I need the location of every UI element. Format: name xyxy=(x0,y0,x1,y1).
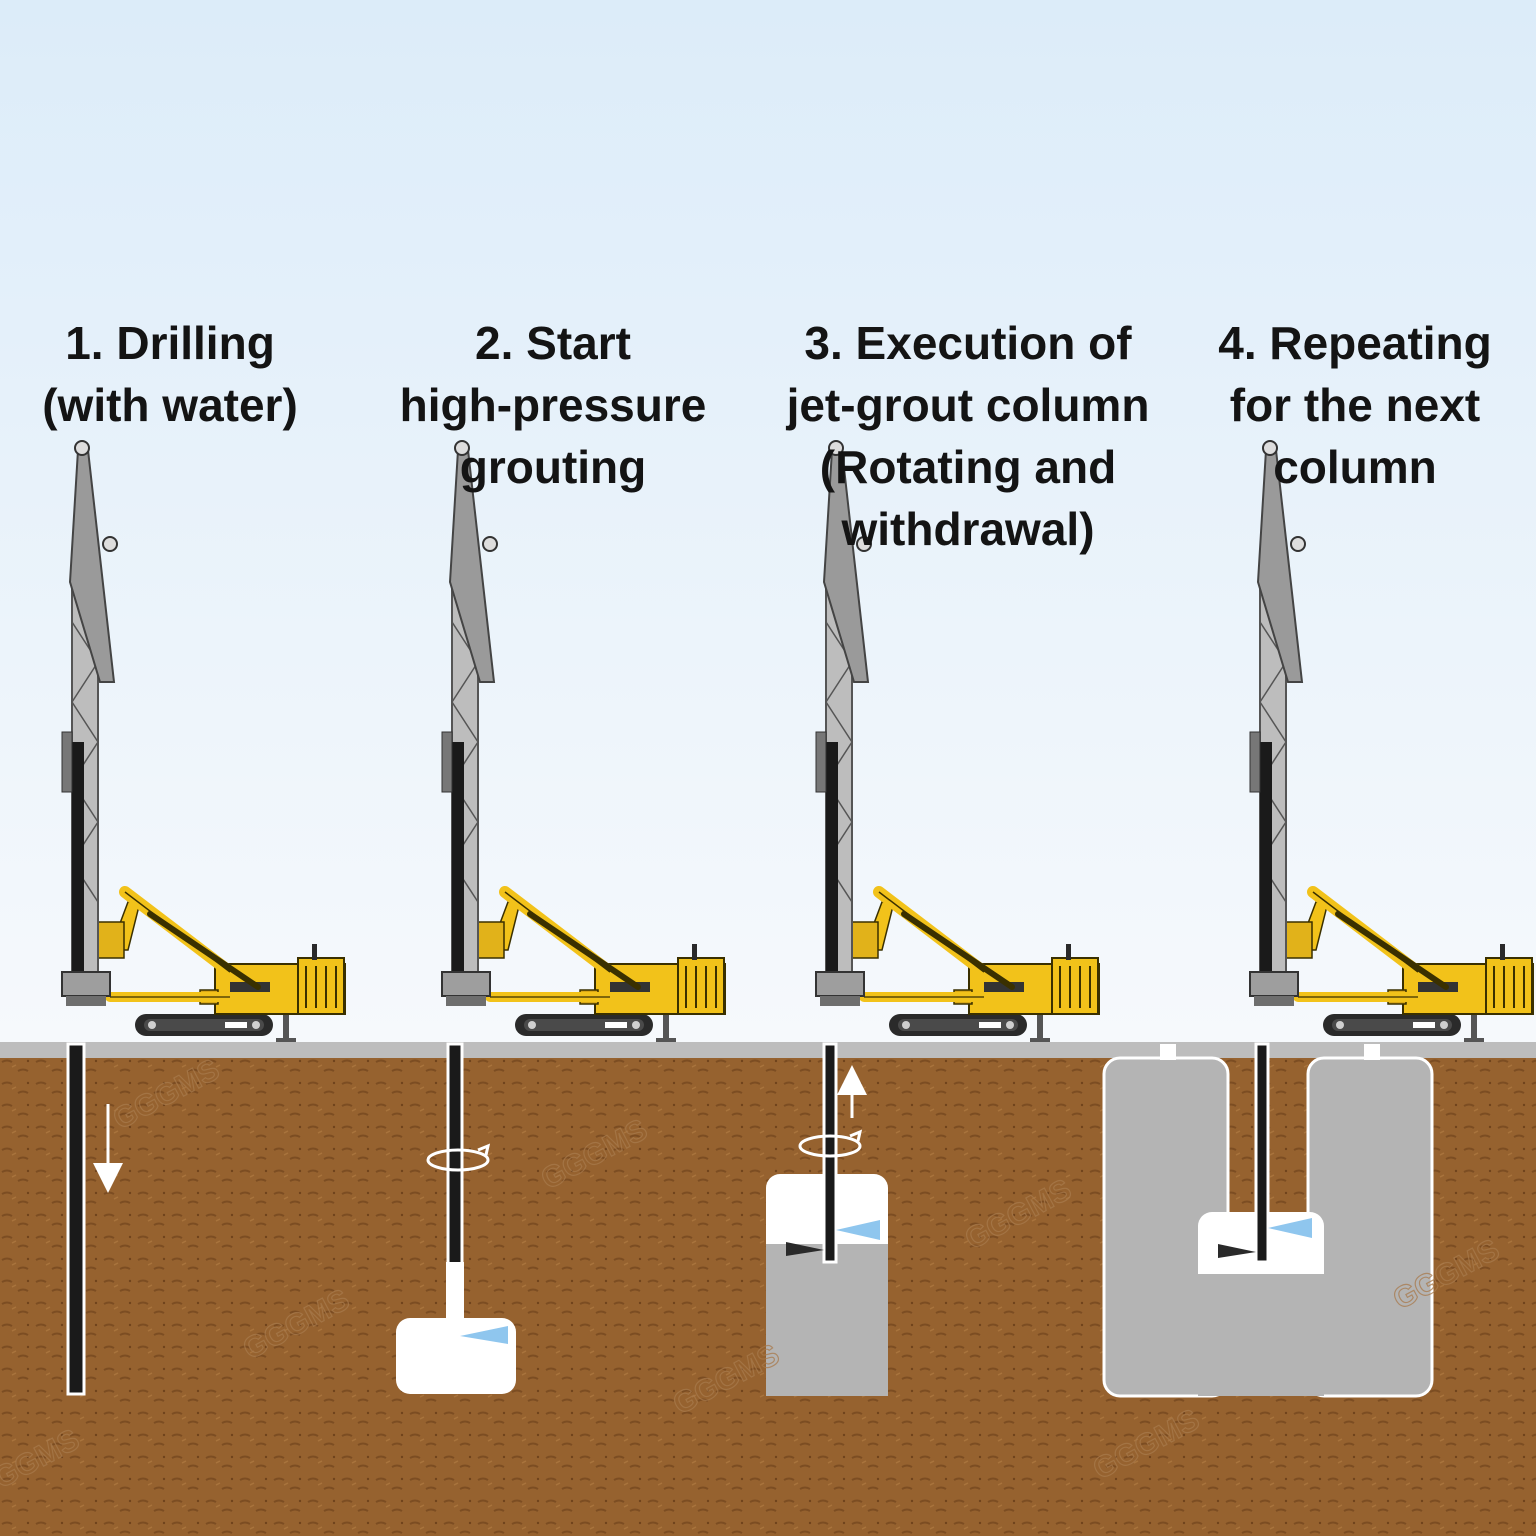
step-2-title-line: grouting xyxy=(459,441,647,493)
step-2-title-line: high-pressure xyxy=(399,379,707,431)
step-3-title-line: withdrawal) xyxy=(841,503,1095,555)
step-4-title: 4. Repeating for the next column xyxy=(1195,312,1515,498)
step-1-title-line: (with water) xyxy=(42,379,298,431)
step-2-title: 2. Start high-pressure grouting xyxy=(383,312,723,498)
step-1-title: 1. Drilling (with water) xyxy=(0,312,340,436)
step-3-title-line: jet-grout column xyxy=(786,379,1150,431)
step-4-title-line: for the next xyxy=(1229,379,1481,431)
step-4-title-line: 4. Repeating xyxy=(1218,317,1492,369)
step-3-title-line: 3. Execution of xyxy=(804,317,1132,369)
step-4-title-line: column xyxy=(1273,441,1437,493)
step-3-title-line: (Rotating and xyxy=(819,441,1117,493)
step-3-title: 3. Execution of jet-grout column (Rotati… xyxy=(768,312,1168,560)
step-2-title-line: 2. Start xyxy=(475,317,631,369)
step-1-title-line: 1. Drilling xyxy=(65,317,275,369)
